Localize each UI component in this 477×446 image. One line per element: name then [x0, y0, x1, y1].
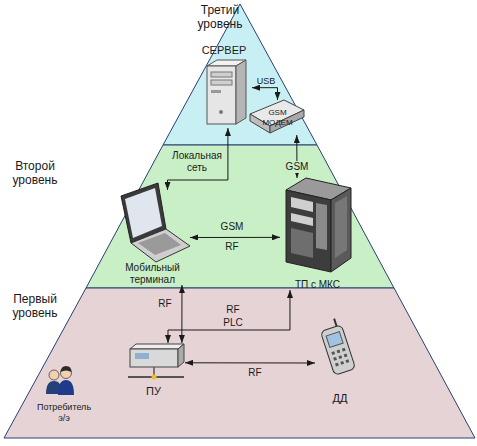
link-label: RF PLC	[220, 303, 246, 329]
phone-key	[331, 351, 335, 355]
device-node: СЕРВЕР	[196, 44, 252, 128]
rack-side	[331, 188, 351, 272]
device-node: ТП с МКС	[280, 178, 355, 290]
meter-top	[130, 344, 184, 349]
level-heading: Второй уровень	[4, 159, 66, 187]
phone-screen	[326, 332, 343, 348]
link-label: Локальная сеть	[168, 150, 226, 173]
person-head	[49, 370, 59, 380]
device-node: GSM МОДЕМ	[250, 100, 305, 135]
link-label: GSM RF	[218, 217, 246, 257]
server-side	[236, 60, 246, 124]
drive-slot	[211, 90, 221, 93]
link-label: RF	[154, 298, 176, 310]
link-line	[181, 285, 182, 343]
band-outline	[0, 145, 477, 288]
power-button	[219, 110, 223, 114]
meter-display	[135, 353, 149, 359]
bus-node	[152, 375, 157, 380]
node-label: ДД	[333, 392, 348, 405]
phone-key	[338, 355, 342, 359]
device-node: Потребитель э/э	[33, 365, 95, 423]
node-label: ПУ	[146, 385, 161, 398]
server-front	[207, 66, 236, 124]
band-shape	[4, 288, 475, 438]
rack-unit	[291, 228, 313, 258]
phone-key	[344, 354, 348, 358]
link-label: RF	[243, 367, 267, 379]
rack-unit	[316, 203, 327, 250]
node-label: СЕРВЕР	[202, 44, 247, 57]
phone-key	[342, 348, 346, 352]
phone-key	[333, 357, 337, 361]
link-line	[185, 362, 315, 363]
phone-key	[340, 361, 344, 365]
phone-key	[346, 359, 350, 363]
device-node: ПУ	[122, 343, 185, 398]
phone-key	[337, 350, 341, 354]
rack-icon	[286, 178, 351, 272]
node-label: Мобильный терминал	[115, 262, 190, 285]
device-node: ДД	[315, 322, 365, 405]
node-label: ТП с МКС	[295, 279, 340, 291]
level-band: Второй уровеньМобильный терминал ТП с МКС	[0, 145, 477, 288]
level-band: Третий уровеньСЕРВЕР GSM МОДЕМ	[0, 0, 477, 146]
rack-front	[286, 190, 331, 272]
link-line	[190, 237, 280, 238]
rack-panel	[335, 196, 347, 258]
node-label: Потребитель э/э	[33, 402, 95, 423]
phone-key	[335, 363, 339, 367]
level-heading: Первый уровень	[4, 292, 66, 320]
link-label: GSM	[284, 161, 310, 173]
level-heading: Третий уровень	[178, 3, 262, 31]
rack-unit	[291, 197, 313, 212]
device-node: Мобильный терминал	[115, 190, 190, 285]
laptop-screen	[125, 188, 162, 238]
band-shape	[163, 4, 317, 145]
drive-bay	[211, 80, 232, 85]
server-icon	[207, 60, 246, 124]
link-label: USB	[253, 76, 279, 86]
meter-front	[130, 349, 178, 367]
drive-bay	[211, 72, 232, 77]
rack-unit	[291, 213, 313, 226]
band-shape	[86, 145, 394, 288]
laptop-keyboard	[138, 233, 181, 255]
node-label: GSM МОДЕМ	[258, 108, 298, 126]
